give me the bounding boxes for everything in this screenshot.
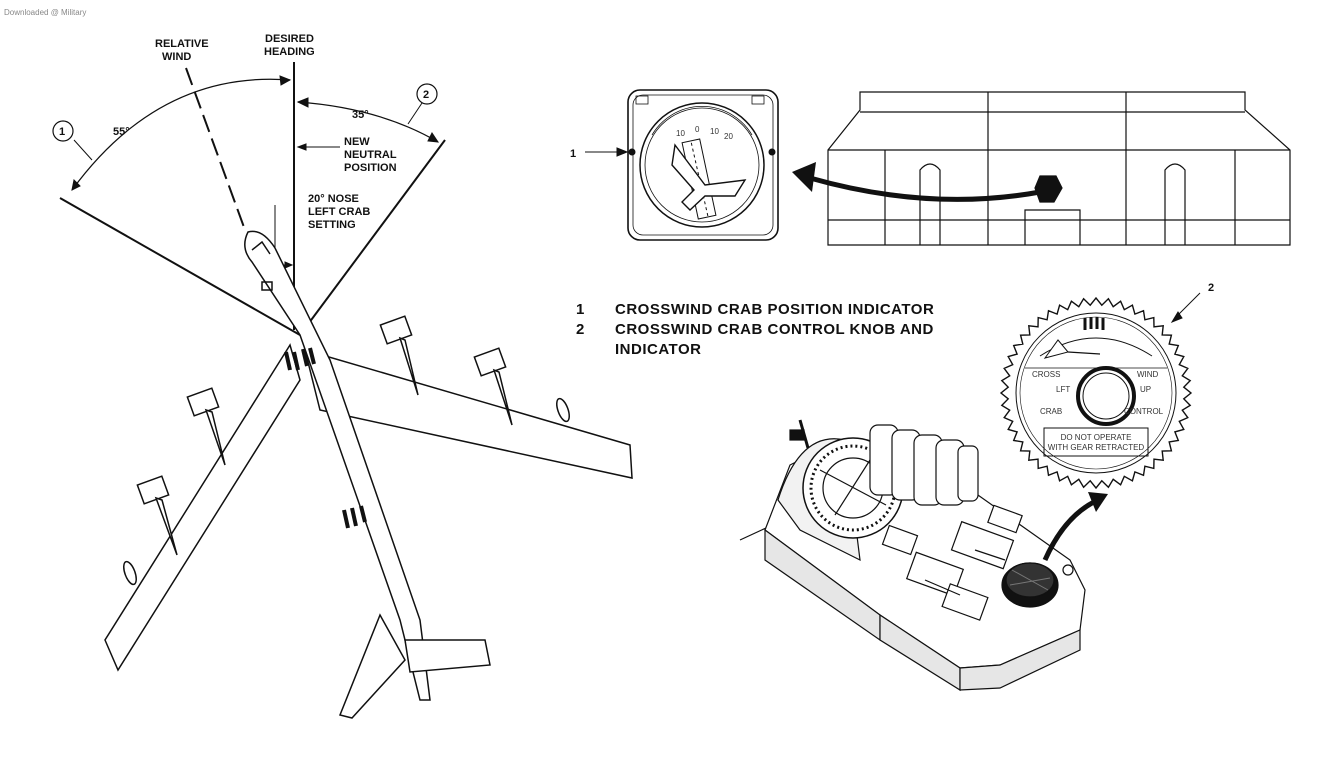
label-desired-heading-1: DESIRED — [265, 33, 314, 45]
label-new-neutral-3: POSITION — [344, 162, 397, 174]
legend-item-1: CROSSWIND CRAB POSITION INDICATOR — [615, 301, 934, 318]
label-relative-wind-2: WIND — [162, 51, 191, 63]
label-nose-left-1: 20° NOSE — [308, 193, 359, 205]
crab-position-indicator — [585, 89, 779, 241]
aircraft-heading-diagram — [52, 62, 633, 719]
indicator-scale-4: 20 — [724, 132, 733, 141]
label-desired-heading-2: HEADING — [264, 46, 315, 58]
knob-warning-2: WITH GEAR RETRACTED — [1048, 443, 1145, 452]
instrument-panel-outline — [827, 91, 1291, 246]
label-new-neutral-2: NEUTRAL — [344, 149, 397, 161]
knob-labels: CROSS WIND LFT UP CRAB CONTROL DO NOT OP… — [1032, 370, 1164, 452]
curved-arrow-knob — [1042, 492, 1108, 562]
line-relative-boundary — [59, 197, 301, 336]
knob-warning-1: DO NOT OPERATE — [1061, 433, 1132, 442]
arc-35 — [297, 101, 439, 143]
legend-item-2b: INDICATOR — [615, 341, 701, 358]
indicator-scale-3: 10 — [710, 127, 719, 136]
knob-label-control: CONTROL — [1124, 407, 1164, 416]
watermark: Downloaded @ Military — [4, 8, 86, 17]
label-nose-left-2: LEFT CRAB — [308, 206, 370, 218]
line-new-neutral — [299, 139, 446, 336]
knob-label-cross: CROSS — [1032, 370, 1060, 379]
crab-control-knob — [999, 292, 1201, 490]
legend-num-1: 1 — [576, 301, 585, 318]
knob-label-crab: CRAB — [1040, 407, 1062, 416]
knob-label-wind: WIND — [1137, 370, 1159, 379]
knob-label-up: UP — [1140, 385, 1151, 394]
legend-item-2a: CROSSWIND CRAB CONTROL KNOB AND — [615, 321, 934, 338]
legend-num-2: 2 — [576, 321, 585, 338]
callout-circle-2 — [416, 83, 438, 105]
legend: 1 CROSSWIND CRAB POSITION INDICATOR 2 CR… — [576, 301, 934, 358]
label-angle-55: 55° — [113, 126, 130, 138]
callout-circle-1 — [52, 120, 74, 142]
line-relative-wind — [185, 67, 246, 231]
indicator-scale-2: 0 — [695, 125, 700, 134]
curved-arrow-indicator — [792, 162, 1041, 202]
arc-55 — [71, 78, 291, 191]
label-relative-wind-1: RELATIVE — [155, 38, 209, 50]
indicator-ref: 1 — [570, 148, 576, 160]
label-new-neutral-1: NEW — [344, 136, 370, 148]
label-nose-left-3: SETTING — [308, 219, 356, 231]
callout-label-1: 1 — [59, 126, 65, 138]
callout-label-2: 2 — [423, 89, 429, 101]
knob-ref: 2 — [1208, 282, 1214, 294]
aircraft-illustration — [104, 230, 633, 719]
knob-label-lft: LFT — [1056, 385, 1070, 394]
label-angle-35: 35° — [352, 109, 369, 121]
left-diagram-labels: RELATIVE WIND DESIRED HEADING 55° 35° NE… — [59, 33, 429, 231]
indicator-scale-1: 10 — [676, 129, 685, 138]
indicator-scale: 10 0 10 20 — [676, 125, 733, 141]
control-console-illustration — [739, 419, 1086, 692]
